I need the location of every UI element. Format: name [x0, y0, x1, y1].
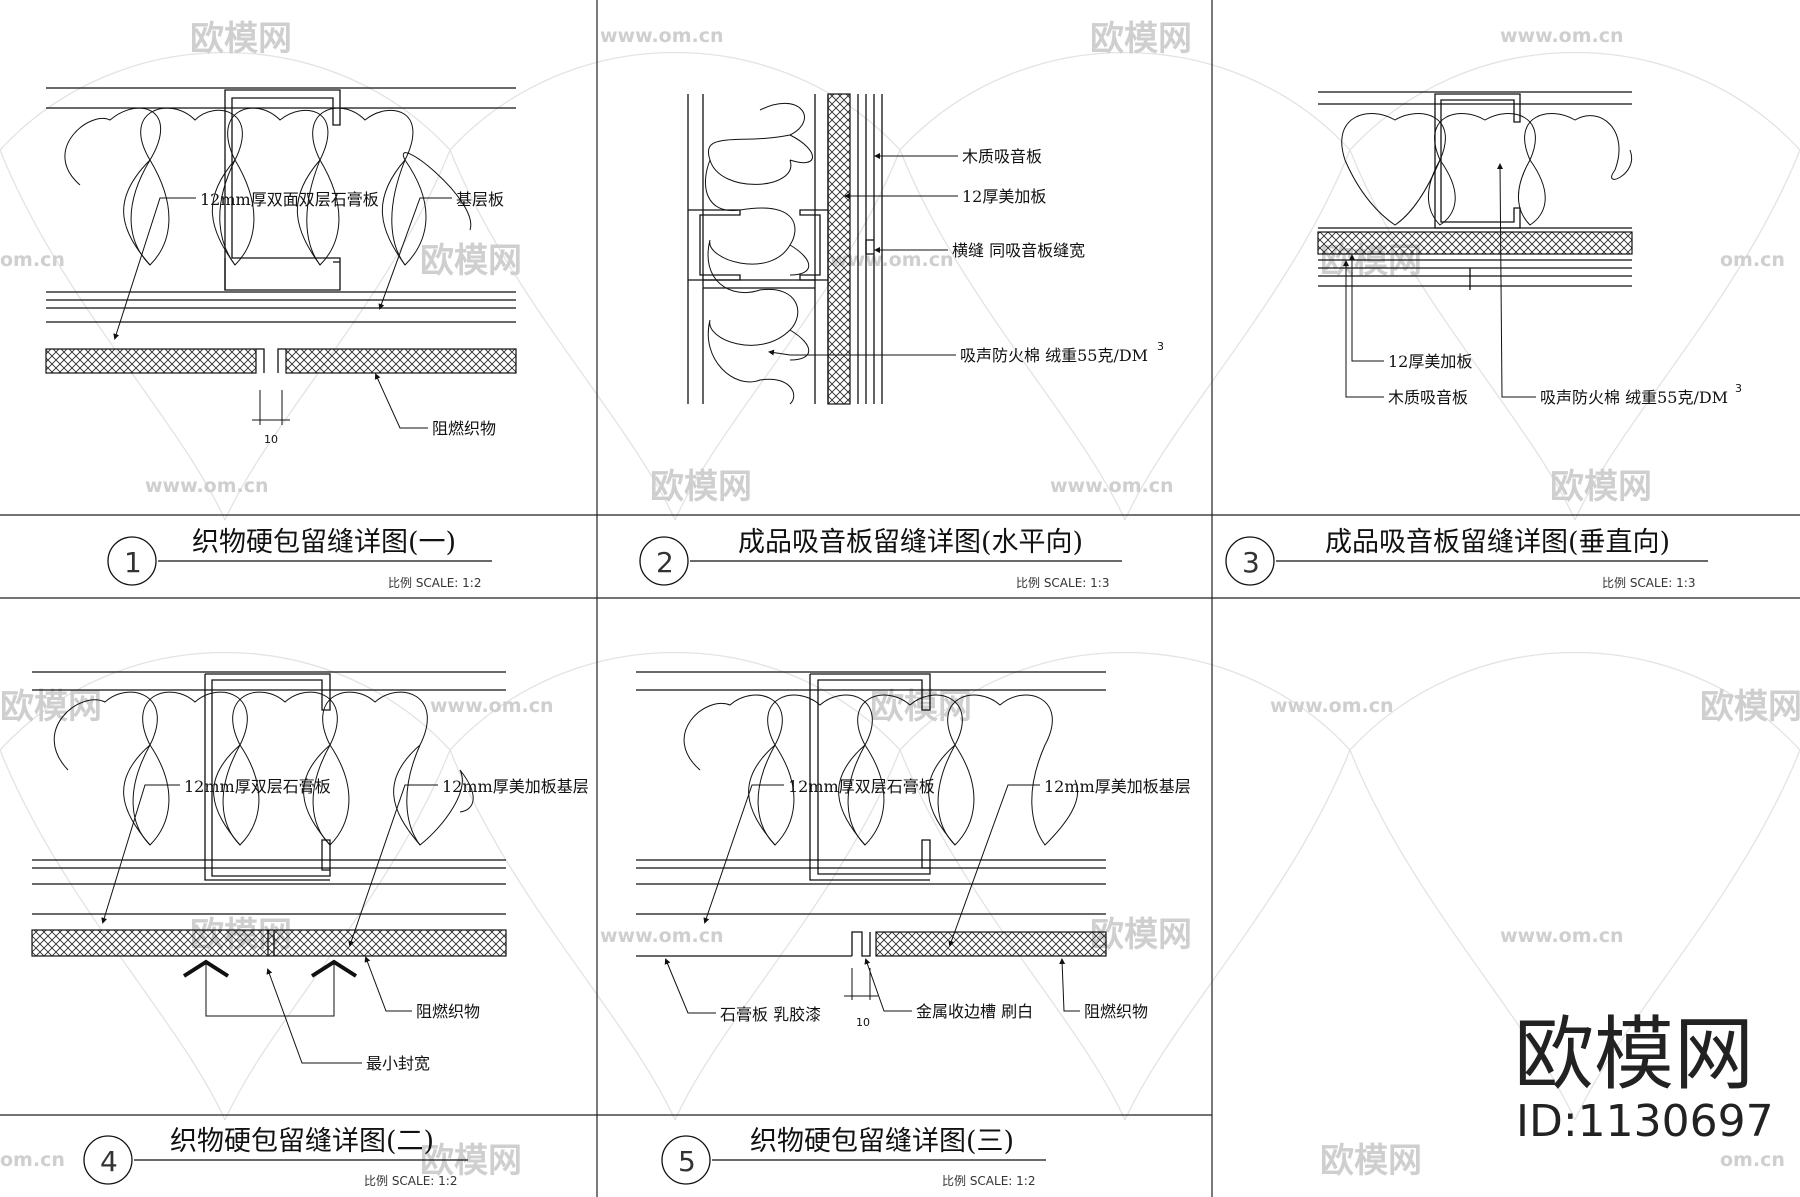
detail-title: 成品吸音板留缝详图(垂直向) — [1325, 527, 1670, 558]
detail-scale: 比例 SCALE: 1:2 — [942, 1174, 1035, 1188]
callout-acoustic-panel: 木质吸音板 — [1388, 388, 1468, 407]
watermark-url: www.om.cn — [1500, 925, 1624, 947]
watermark-url: www.om.cn — [830, 249, 954, 271]
detail-number-circle — [107, 536, 157, 586]
watermark-url: www.om.cn — [1050, 475, 1174, 497]
dimension-label: 10 — [264, 433, 278, 446]
callout-base-board: 基层板 — [456, 190, 504, 209]
model-id: ID:1130697 — [1516, 1096, 1774, 1147]
callout-fabric: 阻燃织物 — [1084, 1002, 1148, 1021]
watermark-brand: 欧模网 — [1700, 687, 1800, 727]
detail-4: 12mm厚双层石膏板 12mm厚美加板基层 阻燃织物 最小封宽 4 织物硬包留缝… — [31, 671, 589, 1188]
detail-title: 成品吸音板留缝详图(水平向) — [738, 527, 1083, 558]
detail-3: 12厚美加板 木质吸音板 吸声防火棉 绒重55克/DM 3 3 成品吸音板留缝详… — [1225, 91, 1742, 590]
watermark-url: www.om.cn — [145, 475, 269, 497]
callout-acoustic-panel: 木质吸音板 — [962, 147, 1042, 166]
superscript: 3 — [1735, 382, 1742, 395]
watermark-brand: 欧模网 — [1090, 19, 1192, 59]
detail-1: 10 12mm厚双面双层石膏板 基层板 阻燃织物 1 织物硬包留缝详图(一) 比… — [45, 87, 517, 590]
superscript: 3 — [1157, 340, 1164, 353]
detail-number: 5 — [678, 1145, 696, 1178]
watermark-url: om.cn — [0, 249, 65, 271]
watermark-brand: 欧模网 — [650, 467, 752, 507]
detail-number: 4 — [100, 1145, 118, 1178]
detail-5: 10 12mm厚双层石膏板 12mm厚美加板基层 石膏板 乳胶漆 金属收边槽 刷… — [636, 671, 1191, 1188]
detail-number-circle — [639, 536, 689, 586]
insulation-wave — [1341, 113, 1633, 226]
callout-gypsum-board: 12mm厚双层石膏板 — [788, 777, 935, 796]
watermark-brand: 欧模网 — [0, 687, 102, 727]
callout-fabric: 阻燃织物 — [432, 419, 496, 438]
watermark-arcs — [0, 51, 1800, 1121]
callout-metal-trim: 金属收边槽 刷白 — [916, 1002, 1033, 1021]
watermark-url: om.cn — [1720, 249, 1785, 271]
detail-2: 木质吸音板 12厚美加板 横缝 同吸音板缝宽 吸声防火棉 绒重55克/DM 3 … — [639, 93, 1164, 590]
watermark-brand: 欧模网 — [420, 1141, 522, 1181]
watermark-url: om.cn — [0, 1149, 65, 1171]
watermark-url: www.om.cn — [1270, 695, 1394, 717]
insulation-wave — [704, 102, 813, 405]
callout-meijia-base: 12mm厚美加板基层 — [1044, 777, 1191, 796]
watermark-brand: 欧模网 — [1320, 1141, 1422, 1181]
dimension-label: 10 — [856, 1016, 870, 1029]
watermark-url: www.om.cn — [600, 925, 724, 947]
detail-scale: 比例 SCALE: 1:3 — [1602, 576, 1695, 590]
callout-insulation: 吸声防火棉 绒重55克/DM — [960, 346, 1148, 365]
insulation-wave — [53, 691, 474, 846]
watermark-url: om.cn — [1720, 1149, 1785, 1171]
watermark-brand: 欧模网 — [1090, 915, 1192, 955]
watermark-url: www.om.cn — [1500, 25, 1624, 47]
detail-number: 2 — [656, 546, 674, 579]
detail-title: 织物硬包留缝详图(一) — [192, 527, 456, 558]
callout-insulation: 吸声防火棉 绒重55克/DM — [1540, 388, 1728, 407]
detail-scale: 比例 SCALE: 1:2 — [364, 1174, 457, 1188]
detail-number: 3 — [1242, 546, 1260, 579]
insulation-wave — [683, 694, 1079, 846]
detail-number: 1 — [124, 546, 142, 579]
detail-number-circle — [661, 1135, 711, 1185]
brand-logo-text: 欧模网 — [1514, 1008, 1754, 1101]
watermark-brand: 欧模网 — [870, 687, 972, 727]
watermark-brand: 欧模网 — [420, 241, 522, 281]
callout-min-cover-width: 最小封宽 — [366, 1054, 430, 1073]
brand-watermark-block: 欧模网 ID:1130697 — [1514, 1008, 1774, 1147]
callout-gypsum-board: 12mm厚双面双层石膏板 — [200, 190, 379, 209]
watermark-brand: 欧模网 — [1550, 467, 1652, 507]
detail-number-circle — [83, 1135, 133, 1185]
callout-horizontal-seam: 横缝 同吸音板缝宽 — [952, 241, 1085, 260]
watermark-brand: 欧模网 — [190, 19, 292, 59]
detail-scale: 比例 SCALE: 1:2 — [388, 576, 481, 590]
callout-meijia-board: 12厚美加板 — [962, 187, 1046, 206]
callout-gypsum-board: 12mm厚双层石膏板 — [184, 777, 331, 796]
watermark-url: www.om.cn — [430, 695, 554, 717]
callout-meijia-board: 12厚美加板 — [1388, 352, 1472, 371]
detail-title: 织物硬包留缝详图(二) — [170, 1126, 434, 1157]
insulation-wave — [64, 107, 472, 266]
detail-number-circle — [1225, 536, 1275, 586]
callout-fabric: 阻燃织物 — [416, 1002, 480, 1021]
callout-gypsum-latex: 石膏板 乳胶漆 — [720, 1005, 821, 1024]
detail-scale: 比例 SCALE: 1:3 — [1016, 576, 1109, 590]
callout-meijia-base: 12mm厚美加板基层 — [442, 777, 589, 796]
watermark-url: www.om.cn — [600, 25, 724, 47]
detail-title: 织物硬包留缝详图(三) — [750, 1126, 1014, 1157]
